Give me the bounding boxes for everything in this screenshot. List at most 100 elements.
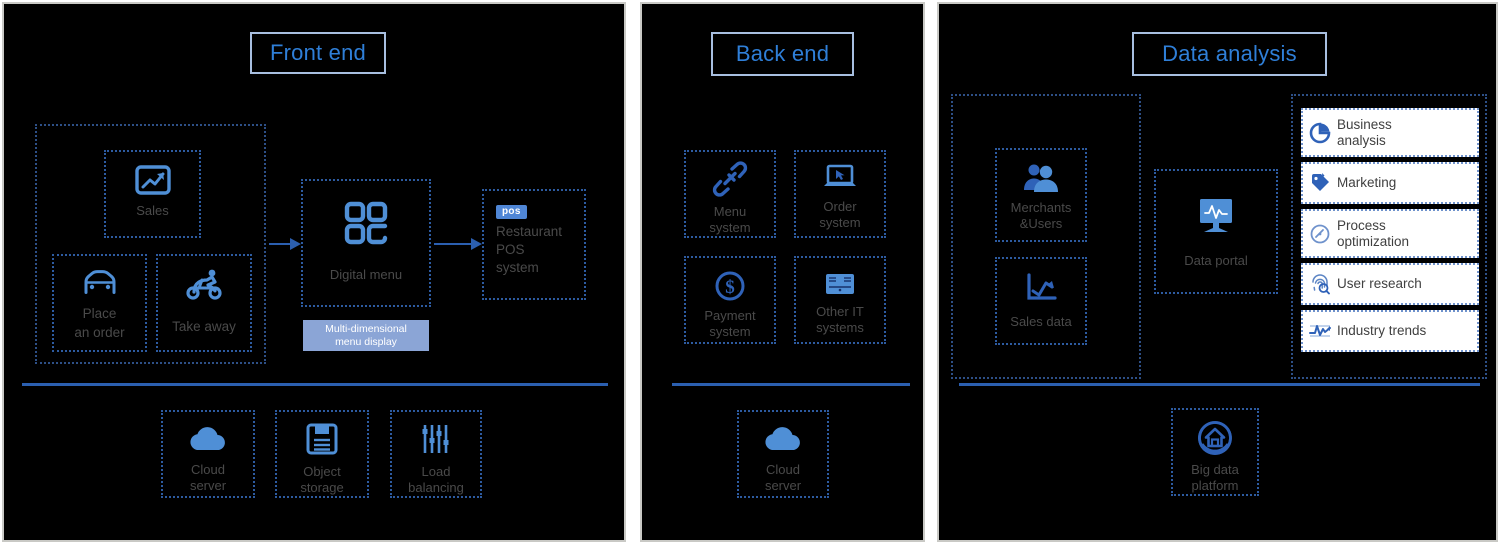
card-cloud-server-backend-line2: server <box>764 478 802 493</box>
row-process-optimization-label: Process optimization <box>1337 218 1409 250</box>
card-place-an-order-label-line2: an order <box>74 325 125 340</box>
row-marketing[interactable]: Marketing <box>1301 162 1479 204</box>
floppy-disk-icon <box>305 422 339 456</box>
trend-pulse-icon <box>1303 321 1337 341</box>
card-pos-line3: system <box>496 260 539 275</box>
card-cloud-server-backend[interactable]: Cloud server <box>737 410 829 498</box>
home-shield-icon <box>1197 420 1233 456</box>
card-other-it-systems[interactable]: Other IT systems <box>794 256 886 344</box>
card-take-away-label: Take away <box>172 319 236 334</box>
card-merchants-users[interactable]: Merchants &Users <box>995 148 1087 242</box>
server-rack-icon <box>823 271 857 297</box>
row-process-optimization-line1: Process <box>1337 217 1386 233</box>
panel-backend: Back end Menu system <box>640 2 925 542</box>
card-big-data-platform-line2: platform <box>1191 478 1239 493</box>
frontend-app-group <box>35 124 266 364</box>
row-business-analysis-line1: Business <box>1337 116 1392 132</box>
card-sales-data-line1: Sales data <box>1010 314 1072 329</box>
row-business-analysis-label: Business analysis <box>1337 117 1392 149</box>
panel-data-analysis: Data analysis Merchants &Users <box>937 2 1498 542</box>
sales-chart-icon <box>134 164 172 198</box>
card-place-an-order[interactable]: Place an order <box>52 254 147 352</box>
card-merchants-users-line1: Merchants <box>1010 200 1072 215</box>
card-menu-system-line2: system <box>709 220 751 235</box>
data-sources-group <box>951 94 1141 379</box>
row-process-optimization[interactable]: Process optimization <box>1301 209 1479 258</box>
pie-chart-icon <box>1303 122 1337 144</box>
row-business-analysis-line2: analysis <box>1337 132 1386 148</box>
card-object-storage[interactable]: Object storage <box>275 410 369 498</box>
callout-multi-dimensional-menu-display: Multi-dimensional menu display <box>303 320 429 351</box>
card-big-data-platform-line1: Big data <box>1191 462 1239 477</box>
divider-backend <box>672 383 910 386</box>
panel-frontend: Front end Sales <box>2 2 626 542</box>
card-pos-line2: POS <box>496 242 525 257</box>
card-place-an-order-label-line1: Place <box>82 306 117 321</box>
svg-text:$: $ <box>725 277 735 298</box>
line-chart-icon <box>1024 272 1058 304</box>
pos-badge-icon: pos <box>496 205 527 219</box>
card-sales-label: Sales <box>136 203 169 218</box>
row-industry-trends[interactable]: Industry trends <box>1301 310 1479 352</box>
row-process-optimization-line2: optimization <box>1337 233 1410 249</box>
card-payment-system-line1: Payment <box>704 308 756 323</box>
card-digital-menu-label: Digital menu <box>329 267 403 282</box>
monitor-pulse-icon <box>1193 197 1239 237</box>
card-order-system[interactable]: Order system <box>794 150 886 238</box>
cloud-icon <box>761 424 805 454</box>
panel-title-frontend: Front end <box>250 32 386 74</box>
card-load-balancing-line1: Load <box>421 464 451 479</box>
card-menu-system-line1: Menu <box>713 204 747 219</box>
dollar-circle-icon: $ <box>714 270 746 302</box>
arrow-digital-menu-to-pos <box>434 238 482 250</box>
callout-line2: menu display <box>335 335 397 348</box>
card-order-system-line1: Order <box>823 199 857 214</box>
gauge-icon <box>1303 223 1337 245</box>
card-data-portal-label: Data portal <box>1184 253 1248 268</box>
card-payment-system-line2: system <box>709 324 751 339</box>
card-menu-system[interactable]: Menu system <box>684 150 776 238</box>
card-sales-data[interactable]: Sales data <box>995 257 1087 345</box>
card-other-it-line1: Other IT <box>816 304 864 319</box>
chain-link-icon <box>712 161 748 197</box>
tag-icon <box>1303 172 1337 194</box>
card-other-it-line2: systems <box>816 320 864 335</box>
card-sales[interactable]: Sales <box>104 150 201 238</box>
panel-title-backend: Back end <box>711 32 854 76</box>
row-user-research-label: User research <box>1337 276 1422 291</box>
card-object-storage-line2: storage <box>300 480 344 495</box>
card-object-storage-line1: Object <box>303 464 341 479</box>
callout-line1: Multi-dimensional <box>325 322 407 335</box>
arrow-apps-to-digital-menu <box>269 238 301 250</box>
card-load-balancing[interactable]: Load balancing <box>390 410 482 498</box>
row-business-analysis[interactable]: Business analysis <box>1301 108 1479 157</box>
grid-menu-icon <box>344 201 388 245</box>
card-merchants-users-line2: &Users <box>1019 216 1063 231</box>
card-cloud-server-line1: Cloud <box>191 462 225 477</box>
card-cloud-server-line2: server <box>189 478 227 493</box>
card-order-system-line2: system <box>819 215 861 230</box>
car-icon <box>79 268 121 300</box>
card-payment-system[interactable]: $ Payment system <box>684 256 776 344</box>
card-cloud-server-backend-line1: Cloud <box>766 462 800 477</box>
card-big-data-platform[interactable]: Big data platform <box>1171 408 1259 496</box>
card-pos-line1: Restaurant <box>496 224 563 239</box>
row-marketing-label: Marketing <box>1337 175 1397 190</box>
card-load-balancing-line2: balancing <box>408 480 464 495</box>
card-take-away[interactable]: Take away <box>156 254 252 352</box>
delivery-scooter-icon <box>182 268 226 302</box>
panel-title-data-analysis: Data analysis <box>1132 32 1327 76</box>
card-digital-menu[interactable]: Digital menu <box>301 179 431 307</box>
row-user-research[interactable]: User research <box>1301 263 1479 305</box>
card-restaurant-pos-system[interactable]: pos Restaurant POS system <box>482 189 586 300</box>
sliders-icon <box>419 422 453 456</box>
card-data-portal[interactable]: Data portal <box>1154 169 1278 294</box>
card-cloud-server-frontend[interactable]: Cloud server <box>161 410 255 498</box>
users-icon <box>1021 162 1061 194</box>
data-outputs-group <box>1291 94 1487 379</box>
row-industry-trends-label: Industry trends <box>1337 323 1427 338</box>
divider-data <box>959 383 1480 386</box>
laptop-cursor-icon <box>822 164 858 192</box>
fingerprint-search-icon <box>1303 273 1337 295</box>
